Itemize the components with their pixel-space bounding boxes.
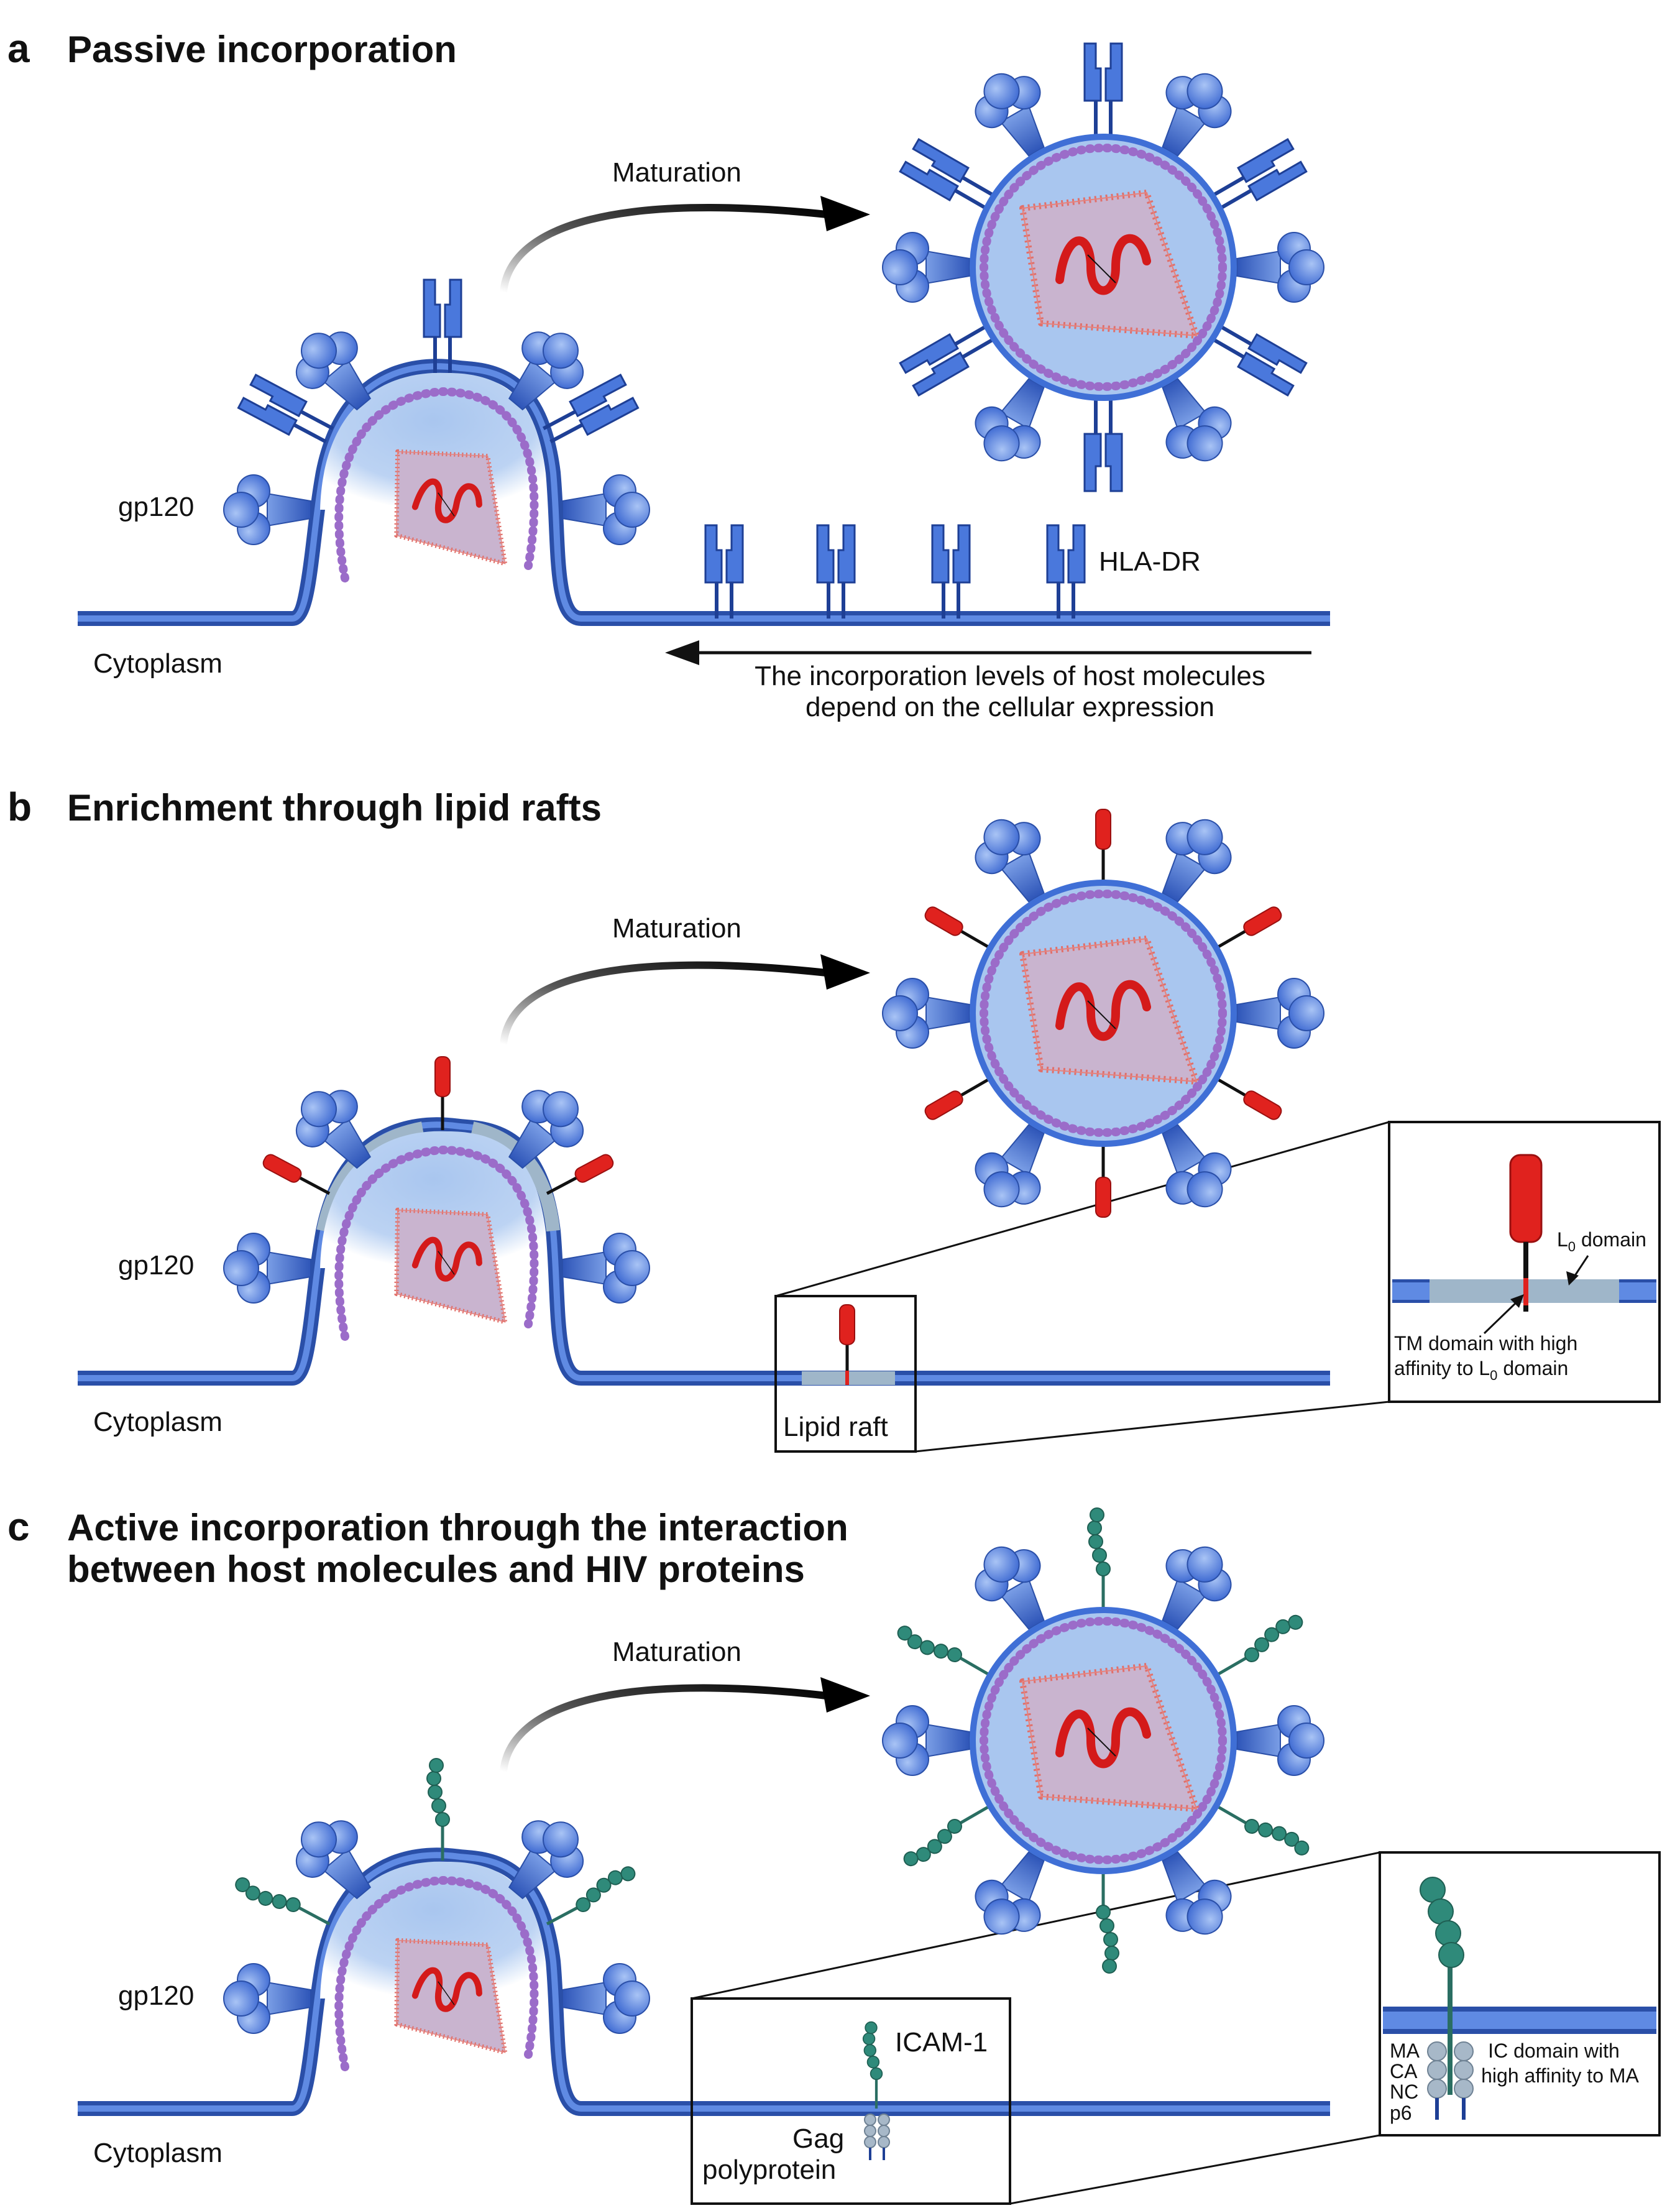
hla-dr-molecule xyxy=(1047,525,1085,619)
hla-dr-molecule xyxy=(538,375,638,451)
gag-polyprotein xyxy=(864,2114,890,2160)
raft-protein xyxy=(923,1072,994,1122)
raft-protein xyxy=(1096,809,1111,883)
plasma-membrane-a xyxy=(78,359,1330,626)
maturation-arrow-c xyxy=(500,1677,870,1772)
panel-b: b Enrichment through lipid rafts Maturat… xyxy=(7,784,1661,1453)
ic-domain-label-line2: high affinity to MA xyxy=(1481,2064,1639,2087)
panel-a-letter: a xyxy=(7,26,30,71)
maturation-label-a: Maturation xyxy=(612,157,741,188)
icam-1-molecule xyxy=(894,1618,994,1688)
raft-protein xyxy=(1213,905,1283,955)
maturation-label-c: Maturation xyxy=(612,1637,741,1667)
cytoplasm-label-b: Cytoplasm xyxy=(93,1407,223,1437)
hla-dr-molecule xyxy=(424,280,461,373)
hla-dr-molecule xyxy=(932,525,970,619)
gp120-spike xyxy=(882,232,970,303)
incorporation-note-line2: depend on the cellular expression xyxy=(806,692,1214,722)
gp120-spike xyxy=(223,474,311,545)
gp120-label-c: gp120 xyxy=(118,1980,194,2011)
mature-virion-b xyxy=(882,804,1324,1223)
gp120-spike xyxy=(882,1705,970,1776)
maturation-label-b: Maturation xyxy=(612,913,741,944)
matrix-layer-b xyxy=(334,1145,539,1341)
matrix-layer-c xyxy=(334,1875,539,2071)
panel-c-title-line1: Active incorporation through the interac… xyxy=(67,1507,848,1548)
gp120-spike xyxy=(1236,1705,1324,1776)
gp120-spike xyxy=(562,1233,650,1304)
domain-p6-label: p6 xyxy=(1390,2102,1412,2124)
gp120-spike xyxy=(223,1963,311,2034)
icam-1-molecule xyxy=(1213,1792,1312,1862)
icam-1-molecule xyxy=(1096,1871,1119,1973)
gp120-label-a: gp120 xyxy=(118,492,194,522)
icam-1-molecule xyxy=(899,1800,998,1870)
hla-dr-molecule xyxy=(1085,44,1122,137)
gp120-spike xyxy=(223,1233,311,1304)
hla-dr-molecule xyxy=(1085,398,1122,491)
domain-ma-label: MA xyxy=(1390,2040,1420,2062)
gp120-spike xyxy=(562,1963,650,2034)
incorporation-note-line1: The incorporation levels of host molecul… xyxy=(755,661,1265,691)
panel-c: c Active incorporation through the inter… xyxy=(7,1504,1661,2205)
icam-1-molecule xyxy=(232,1870,333,1938)
gp120-spike xyxy=(882,978,970,1049)
plasma-membrane-c xyxy=(78,1847,1330,2116)
lipid-raft-label: Lipid raft xyxy=(783,1412,888,1442)
icam-1-molecule xyxy=(1088,1508,1110,1610)
gp120-spike xyxy=(1236,232,1324,303)
panel-a-title: Passive incorporation xyxy=(67,29,457,70)
panel-b-letter: b xyxy=(7,784,32,829)
maturation-arrow-b xyxy=(500,954,870,1045)
hla-dr-label: HLA-DR xyxy=(1099,546,1201,577)
hla-dr-molecule xyxy=(238,375,338,451)
gag-label-line1: Gag xyxy=(792,2123,844,2154)
lipid-raft-box xyxy=(774,1295,917,1453)
matrix-layer-a xyxy=(334,387,539,582)
icam-1-molecule xyxy=(863,2022,883,2109)
maturation-arrow-a xyxy=(500,196,870,293)
panel-a: a Passive incorporation Maturation xyxy=(7,26,1330,722)
ic-domain-label-line1: IC domain with xyxy=(1488,2040,1620,2062)
raft-protein xyxy=(840,1305,855,1378)
hla-dr-molecule xyxy=(817,525,855,619)
panel-b-title: Enrichment through lipid rafts xyxy=(67,787,602,829)
gp120-spike xyxy=(1236,978,1324,1049)
raft-protein xyxy=(1096,1144,1111,1217)
lo-domain-label: L0 domain xyxy=(1557,1228,1646,1254)
raft-protein xyxy=(543,1152,615,1200)
raft-protein xyxy=(261,1152,333,1200)
raft-protein xyxy=(1213,1072,1283,1122)
gp120-label-b: gp120 xyxy=(118,1250,194,1281)
tm-domain-label-line2: affinity to L0 domain xyxy=(1394,1357,1568,1383)
panel-c-letter: c xyxy=(7,1504,30,1549)
mature-virion-a xyxy=(882,44,1324,491)
cytoplasm-label-c: Cytoplasm xyxy=(93,2138,223,2168)
domain-ca-label: CA xyxy=(1390,2060,1418,2082)
gag-label-line2: polyprotein xyxy=(702,2155,836,2185)
hla-dr-molecule xyxy=(705,525,743,619)
tm-domain-label-line1: TM domain with high xyxy=(1394,1332,1577,1355)
panel-c-title-line2: between host molecules and HIV proteins xyxy=(67,1548,805,1590)
mature-virion-c xyxy=(882,1508,1324,1973)
raft-protein xyxy=(923,905,994,955)
icam-1-molecule xyxy=(1208,1611,1308,1681)
icam-zoom-panel xyxy=(1379,1851,1661,2137)
expression-arrow xyxy=(665,640,1311,665)
icam-1-label: ICAM-1 xyxy=(895,2027,988,2058)
icam-inset-box xyxy=(691,1997,1011,2205)
raft-zoom-panel xyxy=(1388,1121,1661,1403)
domain-nc-label: NC xyxy=(1390,2081,1418,2103)
gp120-spike xyxy=(562,474,650,545)
cytoplasm-label-a: Cytoplasm xyxy=(93,648,223,679)
icam-1-molecule xyxy=(427,1759,449,1861)
